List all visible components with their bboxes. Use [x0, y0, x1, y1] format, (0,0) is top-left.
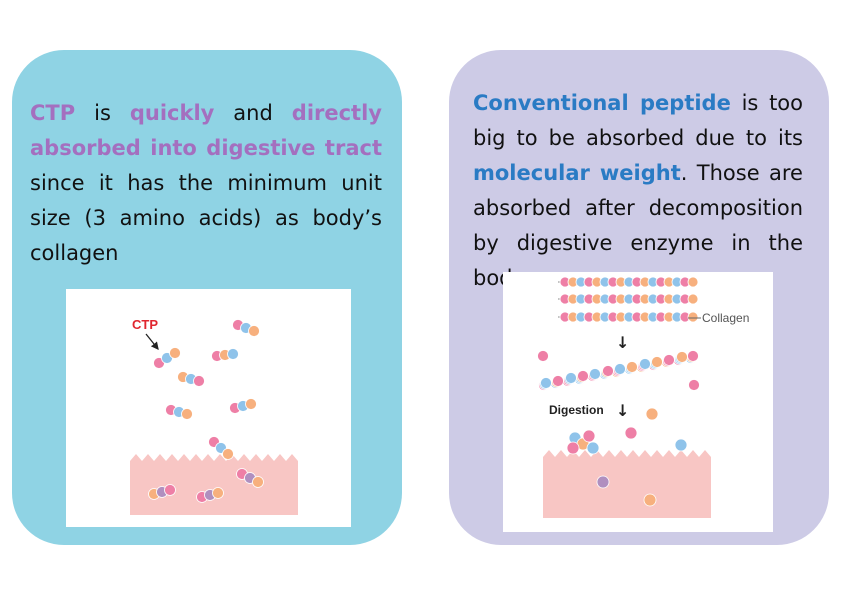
conventional-digestion-illustration: Collagen ↓ Digestion ↓	[537, 276, 749, 518]
tripeptide-group	[148, 319, 264, 503]
highlighted-term: CTP	[30, 101, 76, 125]
body-text: and	[214, 101, 292, 125]
peptide-fragment-bead	[602, 365, 614, 377]
ctp-absorption-illustration: CTP	[130, 317, 298, 515]
peptide-fragment-bead	[614, 363, 626, 375]
amino-acid-bead	[643, 493, 657, 507]
peptide-fragment-bead	[565, 372, 577, 384]
tripeptide-bead	[212, 487, 224, 499]
tripeptide-bead	[222, 448, 234, 460]
peptide-fragment-bead	[552, 375, 564, 387]
amino-acid-bead	[624, 426, 638, 440]
peptide-fragment-bead	[676, 351, 688, 363]
amino-acid-bead	[596, 475, 610, 489]
ctp-description: CTP is quickly and directly absorbed int…	[30, 96, 382, 271]
collagen-bead	[687, 311, 699, 323]
tripeptide-bead	[245, 398, 257, 410]
amino-acid-bead	[582, 429, 596, 443]
ctp-label: CTP	[132, 317, 158, 332]
amino-acid-bead	[674, 438, 688, 452]
amino-acid-bead	[566, 441, 580, 455]
body-text: is	[75, 101, 130, 125]
down-arrow-icon: ↓	[616, 401, 629, 420]
collagen-bead	[687, 293, 699, 305]
body-text: since it has the minimum unit size (3 am…	[30, 171, 382, 265]
highlighted-term: molecular weight	[473, 161, 681, 185]
tripeptide-bead	[227, 348, 239, 360]
down-arrow-icon: ↓	[616, 333, 629, 352]
peptide-fragment-bead	[687, 350, 699, 362]
peptide-fragment-bead	[688, 379, 700, 391]
tripeptide-bead	[169, 347, 181, 359]
conventional-digestion-diagram: Collagen ↓ Digestion ↓	[503, 272, 773, 532]
ctp-absorption-diagram: CTP	[66, 289, 351, 527]
peptide-fragment-bead	[577, 370, 589, 382]
collagen-bead-group	[537, 276, 700, 507]
tripeptide-bead	[164, 484, 176, 496]
peptide-fragment-bead	[626, 361, 638, 373]
conventional-peptide-description: Conventional peptide is too big to be ab…	[473, 86, 803, 296]
peptide-fragment-bead	[589, 368, 601, 380]
body-text: is too big to be absorbed due to its	[473, 91, 803, 150]
peptide-fragment-bead	[540, 377, 552, 389]
amino-acid-bead	[586, 441, 600, 455]
amino-acid-bead	[645, 407, 659, 421]
peptide-fragment-bead	[663, 354, 675, 366]
tripeptide-bead	[248, 325, 260, 337]
highlighted-term: Conventional peptide	[473, 91, 731, 115]
digestion-label: Digestion	[549, 403, 604, 417]
peptide-fragment-bead	[537, 350, 549, 362]
highlighted-term: directly absorbed into digestive tract	[30, 101, 382, 160]
collagen-label: Collagen	[702, 311, 749, 325]
intestinal-wall	[130, 454, 298, 515]
tripeptide-bead	[193, 375, 205, 387]
collagen-bead	[687, 276, 699, 288]
highlighted-term: quickly	[129, 101, 215, 125]
intestinal-wall	[543, 450, 711, 518]
peptide-fragment-bead	[639, 358, 651, 370]
peptide-fragment-bead	[651, 356, 663, 368]
body-text: . Those are absorbed after decomposition…	[473, 161, 803, 290]
tripeptide-bead	[181, 408, 193, 420]
ctp-pointer-arrow	[145, 333, 159, 351]
tripeptide-bead	[252, 476, 264, 488]
